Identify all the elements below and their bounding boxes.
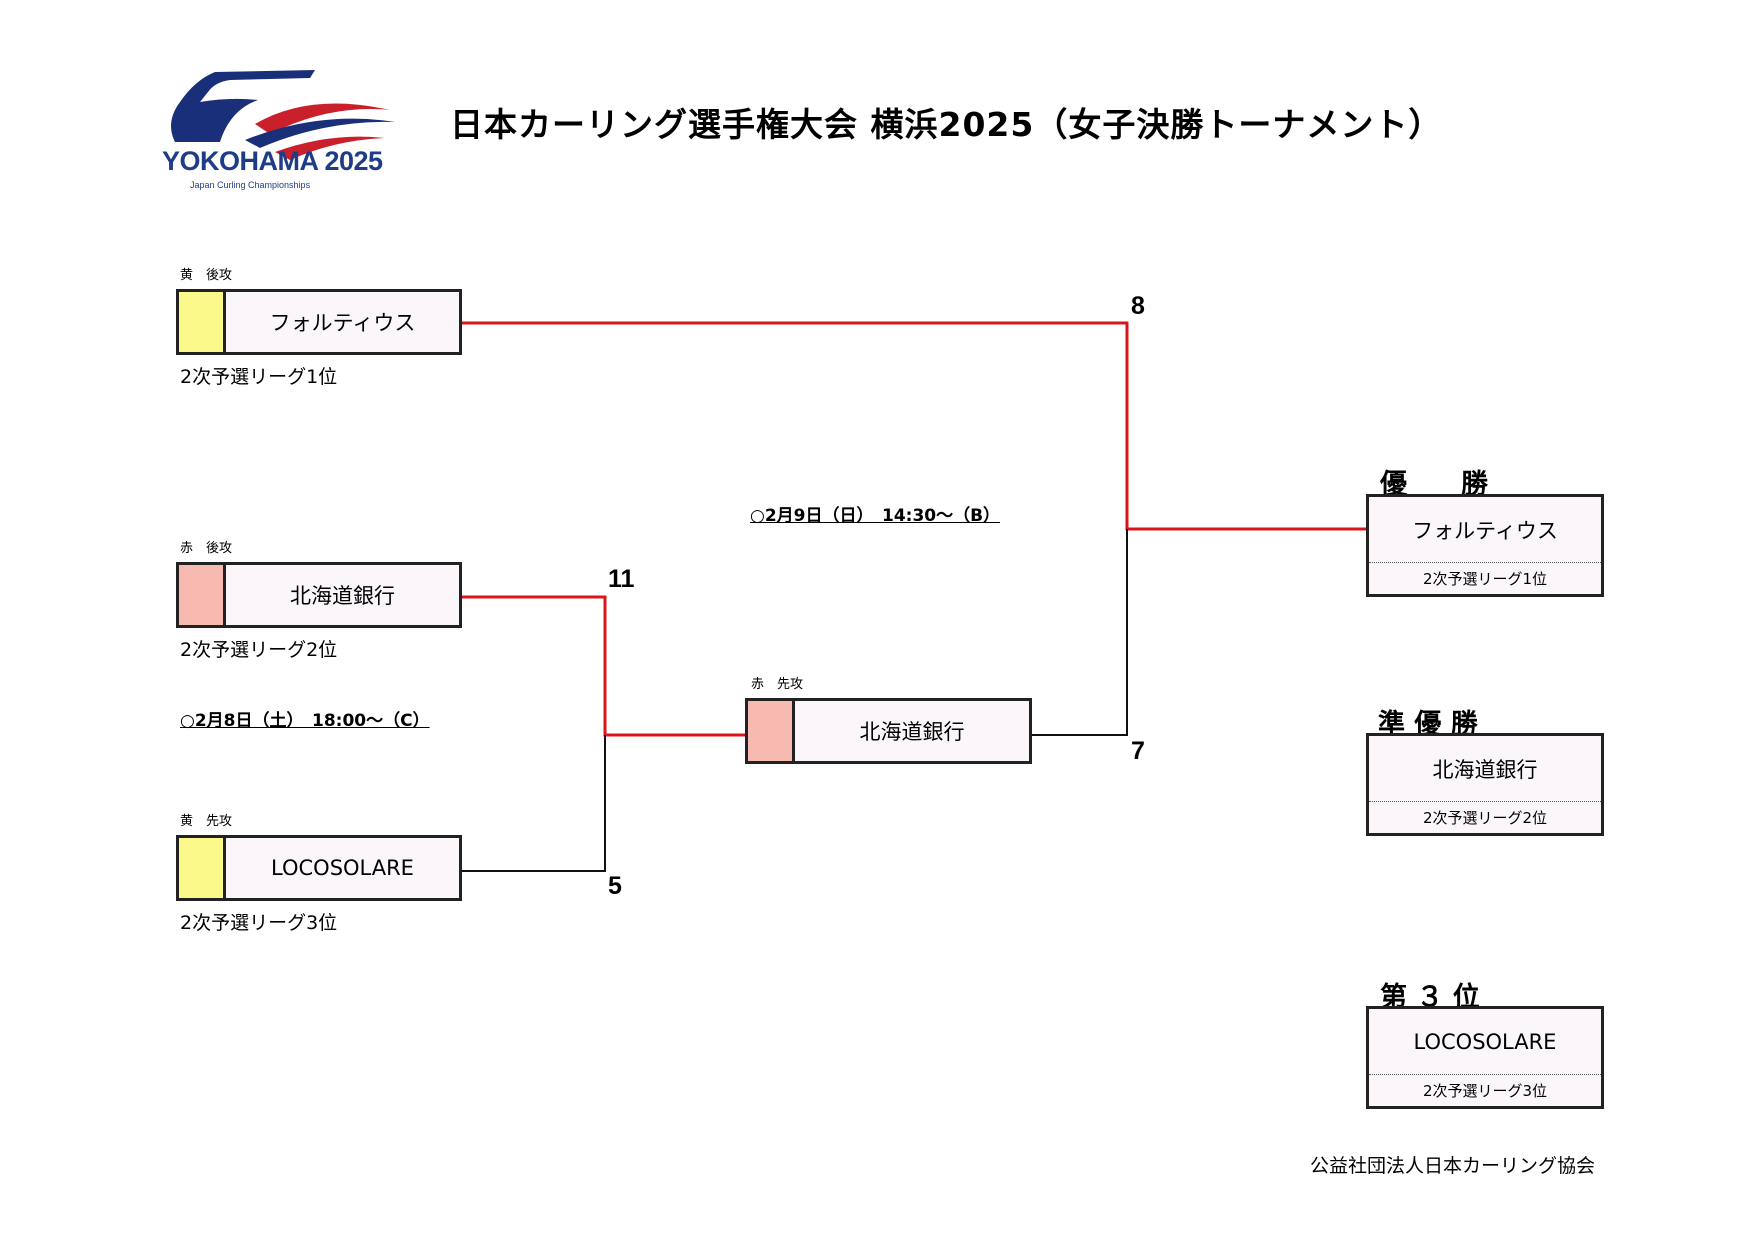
event-logo: YOKOHAMA 2025 Japan Curling Championship… (160, 62, 410, 202)
semifinal-date: ○2月8日（土） 18:00～（C） (180, 711, 430, 731)
logo-wordmark: YOKOHAMA 2025 (162, 146, 383, 176)
semi-top-line (462, 595, 747, 737)
stone-color-swatch (748, 701, 795, 761)
stone-color-swatch (179, 838, 226, 898)
final-date: ○2月9日（日） 14:30～（B） (750, 506, 1001, 526)
final-bottom-line (1032, 529, 1128, 736)
team-3-box: LOCOSOLARE (176, 835, 462, 901)
semifinal-score-top: 11 (608, 565, 635, 593)
runner-up-name: 北海道銀行 (1369, 736, 1601, 802)
runner-up-rank: 2次予選リーグ2位 (1422, 809, 1548, 827)
runner-up-box: 北海道銀行 2次予選リーグ2位 (1366, 733, 1604, 836)
semifinal-winner-box: 北海道銀行 (745, 698, 1032, 764)
final-score-bottom: 7 (1131, 737, 1145, 765)
team-3-name: LOCOSOLARE (271, 856, 414, 880)
stone-color-swatch (179, 565, 226, 625)
organizer-footer: 公益社団法人日本カーリング協会 (1310, 1155, 1596, 1177)
third-place-rank: 2次予選リーグ3位 (1422, 1082, 1548, 1100)
team-1-box: フォルティウス (176, 289, 462, 355)
team-1-stone-label: 黄 後攻 (180, 268, 233, 283)
logo-graphic (171, 70, 395, 160)
team-3-stone-label: 黄 先攻 (180, 814, 233, 829)
champion-box: フォルティウス 2次予選リーグ1位 (1366, 494, 1604, 597)
team-2-rank: 2次予選リーグ2位 (180, 639, 338, 661)
champion-name: フォルティウス (1369, 497, 1601, 563)
semifinal-winner-stone-label: 赤 先攻 (751, 677, 804, 692)
third-place-box: LOCOSOLARE 2次予選リーグ3位 (1366, 1006, 1604, 1109)
team-1-name: フォルティウス (269, 311, 416, 335)
stone-color-swatch (179, 292, 226, 352)
team-2-name: 北海道銀行 (290, 584, 395, 608)
semifinal-winner-name: 北海道銀行 (859, 720, 965, 744)
team-2-stone-label: 赤 後攻 (180, 541, 233, 556)
semi-bottom-line (462, 735, 606, 872)
page-title: 日本カーリング選手権大会 横浜2025（女子決勝トーナメント） (450, 105, 1443, 144)
team-3-rank: 2次予選リーグ3位 (180, 912, 338, 934)
logo-tagline: Japan Curling Championships (190, 180, 311, 190)
final-score-top: 8 (1131, 292, 1145, 320)
team-2-box: 北海道銀行 (176, 562, 462, 628)
champion-rank: 2次予選リーグ1位 (1422, 570, 1548, 588)
final-top-line (462, 321, 1366, 531)
third-place-name: LOCOSOLARE (1369, 1009, 1601, 1075)
semifinal-score-bottom: 5 (608, 872, 622, 900)
team-1-rank: 2次予選リーグ1位 (180, 366, 338, 388)
